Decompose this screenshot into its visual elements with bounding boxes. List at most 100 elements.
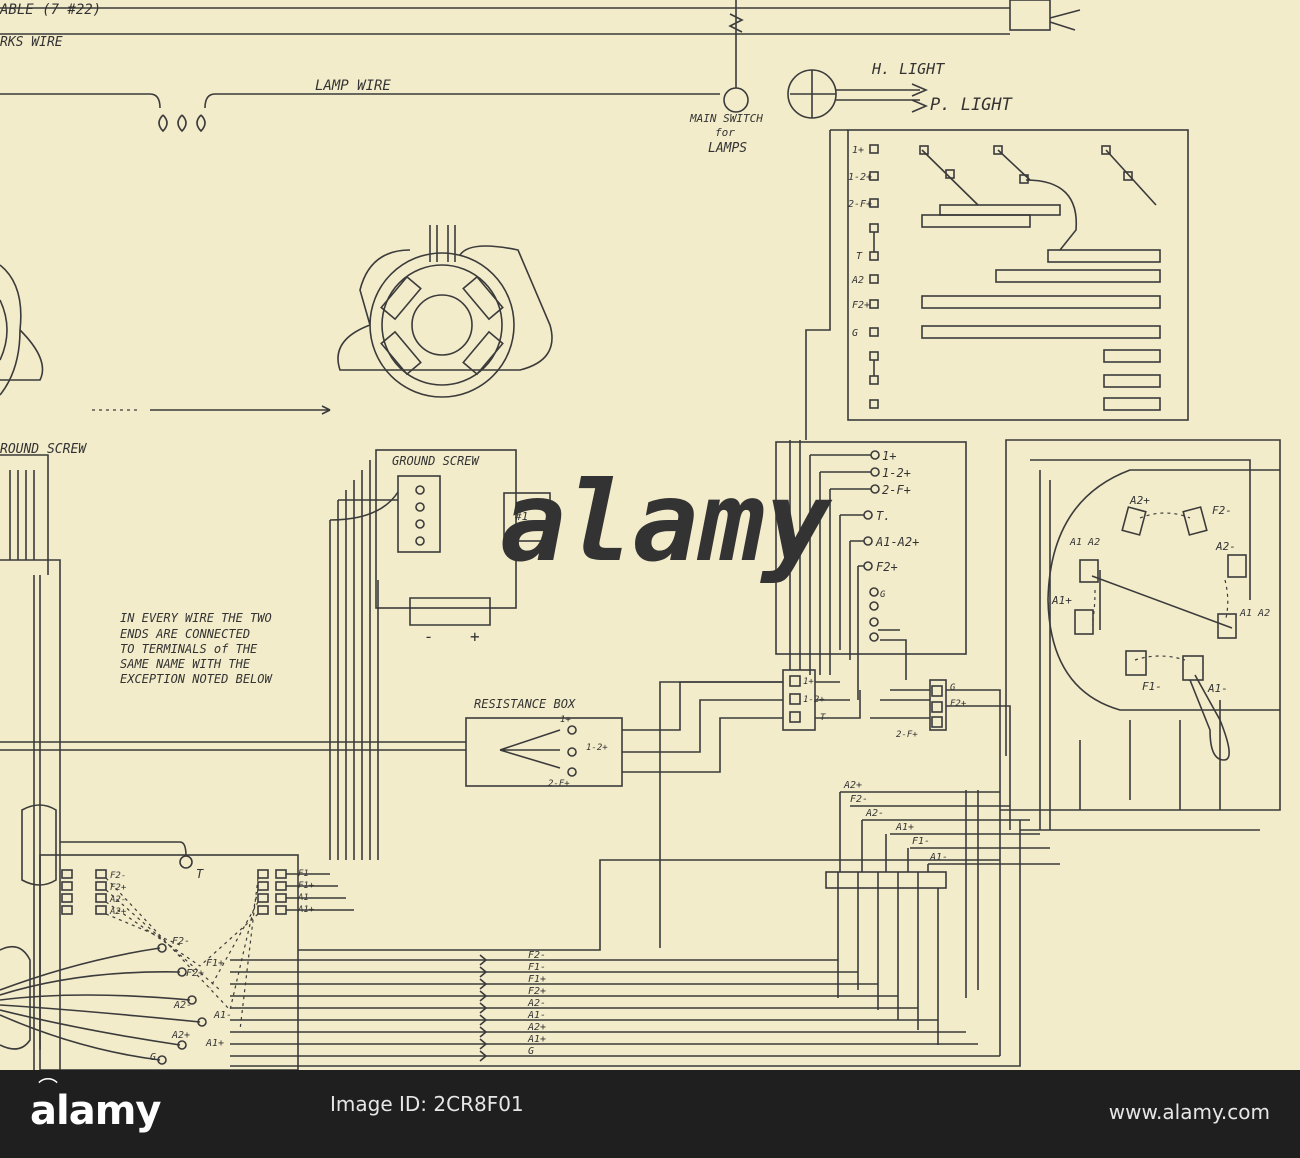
small-block-left-2: 1-2+ [803, 695, 825, 705]
plus-sign: + [470, 627, 480, 646]
terminal-board-label-3: 2-F+ [882, 483, 911, 497]
switch-panel-terminal-8: G [852, 328, 858, 339]
bottom-cable [230, 954, 1021, 1067]
footer-bar: ⌒ alamy Image ID: 2CR8F01 www.alamy.com [0, 1070, 1300, 1158]
fan-label-5: A1- [213, 1010, 232, 1021]
p-light-label: P. LIGHT [930, 95, 1014, 115]
cable-label-4: F2+ [528, 986, 546, 997]
fan-label-7: A1+ [205, 1038, 224, 1049]
fan-label-3: F2+ [186, 968, 204, 979]
fan-label-6: A2+ [171, 1030, 190, 1041]
controller-label-4: A2- [1215, 540, 1236, 553]
bus-label-2: F2- [850, 794, 868, 805]
terminal-board-label-4: T. [876, 509, 890, 523]
minus-sign: - [424, 627, 434, 646]
small-blocks [622, 669, 1011, 948]
ground-block-left [0, 454, 61, 1070]
lower-left-terminal-3: A2- [109, 895, 126, 905]
switch-panel [847, 129, 1189, 421]
terminal-board [775, 440, 967, 700]
terminal-T-label: T [196, 867, 204, 881]
motor-left [0, 264, 44, 396]
top-wiring [0, 0, 1081, 133]
fan-label-2: F1+ [206, 958, 224, 969]
brand-mark-icon: ⌒ [38, 1076, 58, 1100]
cable-label-6: A1- [527, 1010, 546, 1021]
switch-panel-terminal-7: F2+ [852, 300, 870, 311]
ground-screw-mid-label: GROUND SCREW [392, 454, 480, 468]
ground-block-mid [329, 449, 551, 860]
switch-panel-terminal-2: 1-2+ [848, 172, 872, 183]
note-line-4: SAME NAME WITH THE [120, 657, 251, 671]
controller-label-1: A2+ [1129, 494, 1150, 507]
fan-label-1: F2- [172, 936, 190, 947]
bus-label-1: A2+ [843, 780, 862, 791]
motor-center [337, 225, 553, 398]
lower-left-terminal-4: A2+ [109, 907, 127, 917]
note-line-3: TO TERMINALS of THE [120, 642, 258, 656]
bus-label-4: A1+ [895, 822, 914, 833]
wire-tag-label: RKS WIRE [0, 35, 63, 50]
terminal-board-label-7: G [880, 590, 886, 600]
resistance-box [0, 717, 623, 787]
cable-label-1: F2- [528, 950, 546, 961]
cable-label-5: A2- [527, 998, 546, 1009]
terminal-board-label-6: F2+ [876, 560, 898, 574]
small-block-right-3: 2-F+ [896, 730, 918, 740]
brand-logo[interactable]: alamy [30, 1088, 161, 1134]
switch-panel-terminal-5: T [856, 251, 863, 262]
terminal-board-label-5: A1-A2+ [875, 535, 919, 549]
fan-label-4: A2- [173, 1000, 192, 1011]
bus-wiring [825, 439, 1281, 1045]
bus-label-5: F1- [912, 836, 930, 847]
image-id: Image ID: 2CR8F01 [330, 1092, 524, 1116]
switch-panel-terminal-6: A2 [851, 275, 864, 286]
small-block-right-2: F2+ [950, 699, 967, 709]
lamp-wire-label: LAMP WIRE [315, 78, 391, 94]
lower-terminal-box [0, 841, 1000, 1070]
resistance-box-title: RESISTANCE BOX [474, 697, 576, 711]
controller-label-5: A1+ [1051, 594, 1072, 607]
resistance-box-tap-2: 1-2+ [586, 743, 608, 753]
controller-drum [1047, 469, 1280, 761]
main-switch-label-2: for [715, 126, 735, 139]
lower-right-terminal-2: F1+ [298, 881, 315, 891]
bus-label-3: A2- [865, 808, 884, 819]
note-line-2: ENDS ARE CONNECTED [120, 627, 250, 641]
bus-label-6: A1- [929, 852, 948, 863]
cable-label-8: A1+ [527, 1034, 546, 1045]
switch-panel-terminal-3: 2-F+ [848, 199, 872, 210]
controller-label-7: F1- [1142, 680, 1162, 693]
cable-label: ABLE (7 #22) [0, 2, 101, 18]
terminal-board-label-1: 1+ [882, 449, 896, 463]
small-block-left-3: T [820, 713, 826, 723]
box-number: #1 [514, 510, 528, 523]
fan-label-8: G [150, 1052, 156, 1063]
lower-left-terminal-1: F2- [110, 871, 126, 881]
lower-right-terminal-3: A1- [297, 893, 314, 903]
cable-label-7: A2+ [527, 1022, 546, 1033]
lower-right-terminal-4: A1+ [297, 905, 315, 915]
lower-left-terminal-2: F2+ [110, 883, 127, 893]
h-light-label: H. LIGHT [871, 60, 945, 78]
resistance-box-tap-1: 1+ [560, 715, 571, 725]
cable-label-2: F1- [528, 962, 546, 973]
main-switch-label-3: LAMPS [708, 141, 747, 156]
terminal-board-label-2: 1-2+ [882, 466, 911, 480]
switch-panel-terminal-1: 1+ [852, 145, 864, 156]
site-url[interactable]: www.alamy.com [1108, 1100, 1270, 1124]
watermark: alamy [500, 458, 833, 586]
lower-right-terminal-1: F1- [298, 869, 314, 879]
note-line-5: EXCEPTION NOTED BELOW [120, 672, 273, 686]
wiring-diagram: ABLE (7 #22) RKS WIRE LAMP WIRE MAIN SWI… [0, 0, 1281, 1070]
controller-label-2: F2- [1212, 504, 1232, 517]
main-switch-label-1: MAIN SWITCH [689, 112, 763, 125]
controller-label-6: A1 A2 [1239, 608, 1270, 619]
note-line-1: IN EVERY WIRE THE TWO [120, 611, 272, 625]
ground-screw-left-label: ROUND SCREW [0, 442, 87, 457]
controller-label-8: A1- [1207, 682, 1228, 695]
controller-label-3: A1 A2 [1069, 537, 1100, 548]
cable-label-3: F1+ [528, 974, 546, 985]
cable-label-9: G [528, 1046, 534, 1057]
